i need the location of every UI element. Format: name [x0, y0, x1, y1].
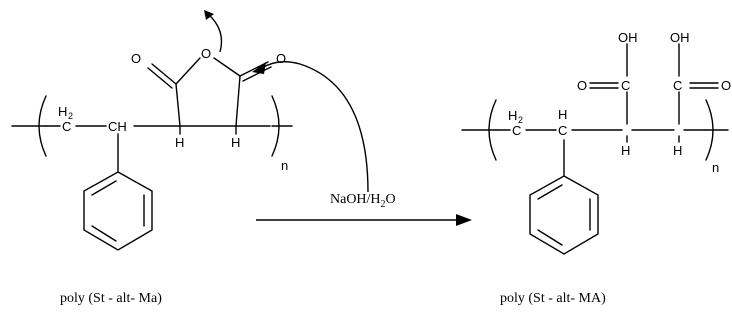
atom-ch2-c: C — [62, 119, 71, 134]
phenyl-double-bond — [91, 225, 117, 242]
atom-oh-right: OH — [670, 30, 690, 45]
arrowhead — [204, 10, 214, 20]
ring-bond — [175, 83, 181, 127]
carbonyl-bond — [242, 66, 272, 82]
atom-h-left: H — [175, 135, 184, 150]
atom-oh-left: OH — [618, 30, 638, 45]
atom-h-right: H — [673, 143, 682, 158]
reaction-arrow: NaOH/H2O — [256, 192, 472, 226]
carbonyl-bond — [151, 63, 177, 85]
product-structure: C H 2 C H C OH O H C OH O H n — [461, 30, 731, 255]
atom-c-left: C — [621, 78, 630, 93]
ring-bond — [235, 75, 241, 127]
atom-ch-h: H — [558, 107, 567, 122]
atom-ch2-sub: 2 — [68, 111, 73, 121]
atom-ch2-h: H — [508, 108, 517, 123]
atom-ring-o: O — [201, 46, 211, 61]
carbonyl-bond — [147, 67, 173, 89]
atom-ch2-sub: 2 — [518, 115, 523, 125]
reactant-structure: C H 2 CH O O O H H n — [11, 10, 293, 251]
atom-ch-c: C — [558, 123, 567, 138]
reactant-caption: poly (St - alt- Ma) — [60, 291, 162, 306]
atom-carbonyl-o-right: O — [276, 51, 286, 66]
reagent-label: NaOH/H2O — [330, 192, 396, 210]
repeat-n: n — [281, 158, 288, 173]
phenyl-double-bond — [537, 184, 563, 200]
bracket-left — [488, 99, 497, 161]
atom-ch: CH — [108, 119, 127, 134]
arrow-head — [456, 214, 472, 226]
atom-carbonyl-o-left: O — [131, 51, 141, 66]
atom-ch2-h: H — [58, 104, 67, 119]
ring-bond — [213, 57, 241, 77]
ring-bond — [175, 57, 201, 85]
atom-o-left: O — [577, 78, 587, 93]
atom-h-left: H — [621, 143, 630, 158]
phenyl-ring — [83, 171, 153, 251]
atom-c-right: C — [673, 78, 682, 93]
atom-ch2-c: C — [512, 123, 521, 138]
phenyl-double-bond — [91, 180, 117, 196]
repeat-n: n — [712, 160, 719, 175]
attack-arrowhead — [252, 62, 266, 74]
atom-o-right: O — [721, 78, 731, 93]
atom-h-right: H — [231, 135, 240, 150]
electron-arrow-top — [207, 13, 223, 53]
phenyl-ring — [529, 175, 599, 255]
attack-arrow — [261, 61, 369, 193]
product-caption: poly (St - alt- MA) — [500, 291, 606, 306]
bracket-left — [38, 95, 47, 157]
phenyl-double-bond — [537, 229, 563, 246]
